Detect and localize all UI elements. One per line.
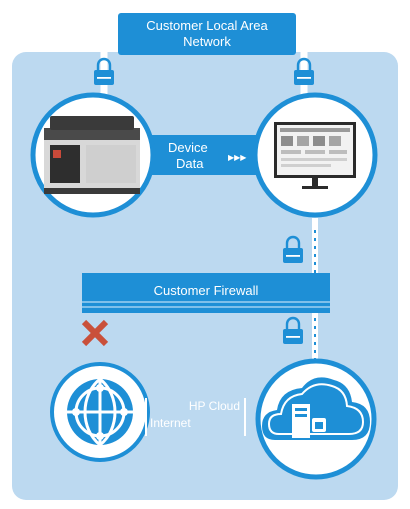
printer-node (30, 92, 156, 218)
blocked-x-icon (81, 319, 109, 347)
device-data-line1: Device (168, 140, 208, 155)
firewall-band: Customer Firewall (82, 273, 330, 313)
lock-icon (294, 57, 314, 85)
internet-label: Internet (150, 416, 191, 430)
device-data-line2: Data (176, 156, 204, 171)
device-data-band: Device Data ▶▶▶ (150, 135, 270, 175)
hp-cloud-node (255, 358, 377, 480)
lan-banner: Customer Local Area Network (118, 13, 296, 55)
lan-banner-line1: Customer Local Area (146, 18, 268, 33)
lock-icon (283, 235, 303, 263)
globe-icon (67, 377, 133, 447)
lan-banner-line2: Network (183, 34, 231, 49)
hp-cloud-label-bar (244, 398, 246, 436)
lock-icon (94, 57, 114, 85)
lock-icon (283, 316, 303, 344)
firewall-label: Customer Firewall (154, 283, 259, 298)
cloud-server-icon (262, 377, 370, 440)
monitor-icon (274, 122, 356, 189)
hp-cloud-label: HP Cloud (189, 399, 240, 413)
internet-label-bar (145, 398, 147, 436)
device-data-arrows: ▶▶▶ (228, 153, 247, 162)
internet-node (50, 362, 150, 462)
printer-icon (44, 116, 140, 194)
monitor-node (252, 92, 378, 218)
